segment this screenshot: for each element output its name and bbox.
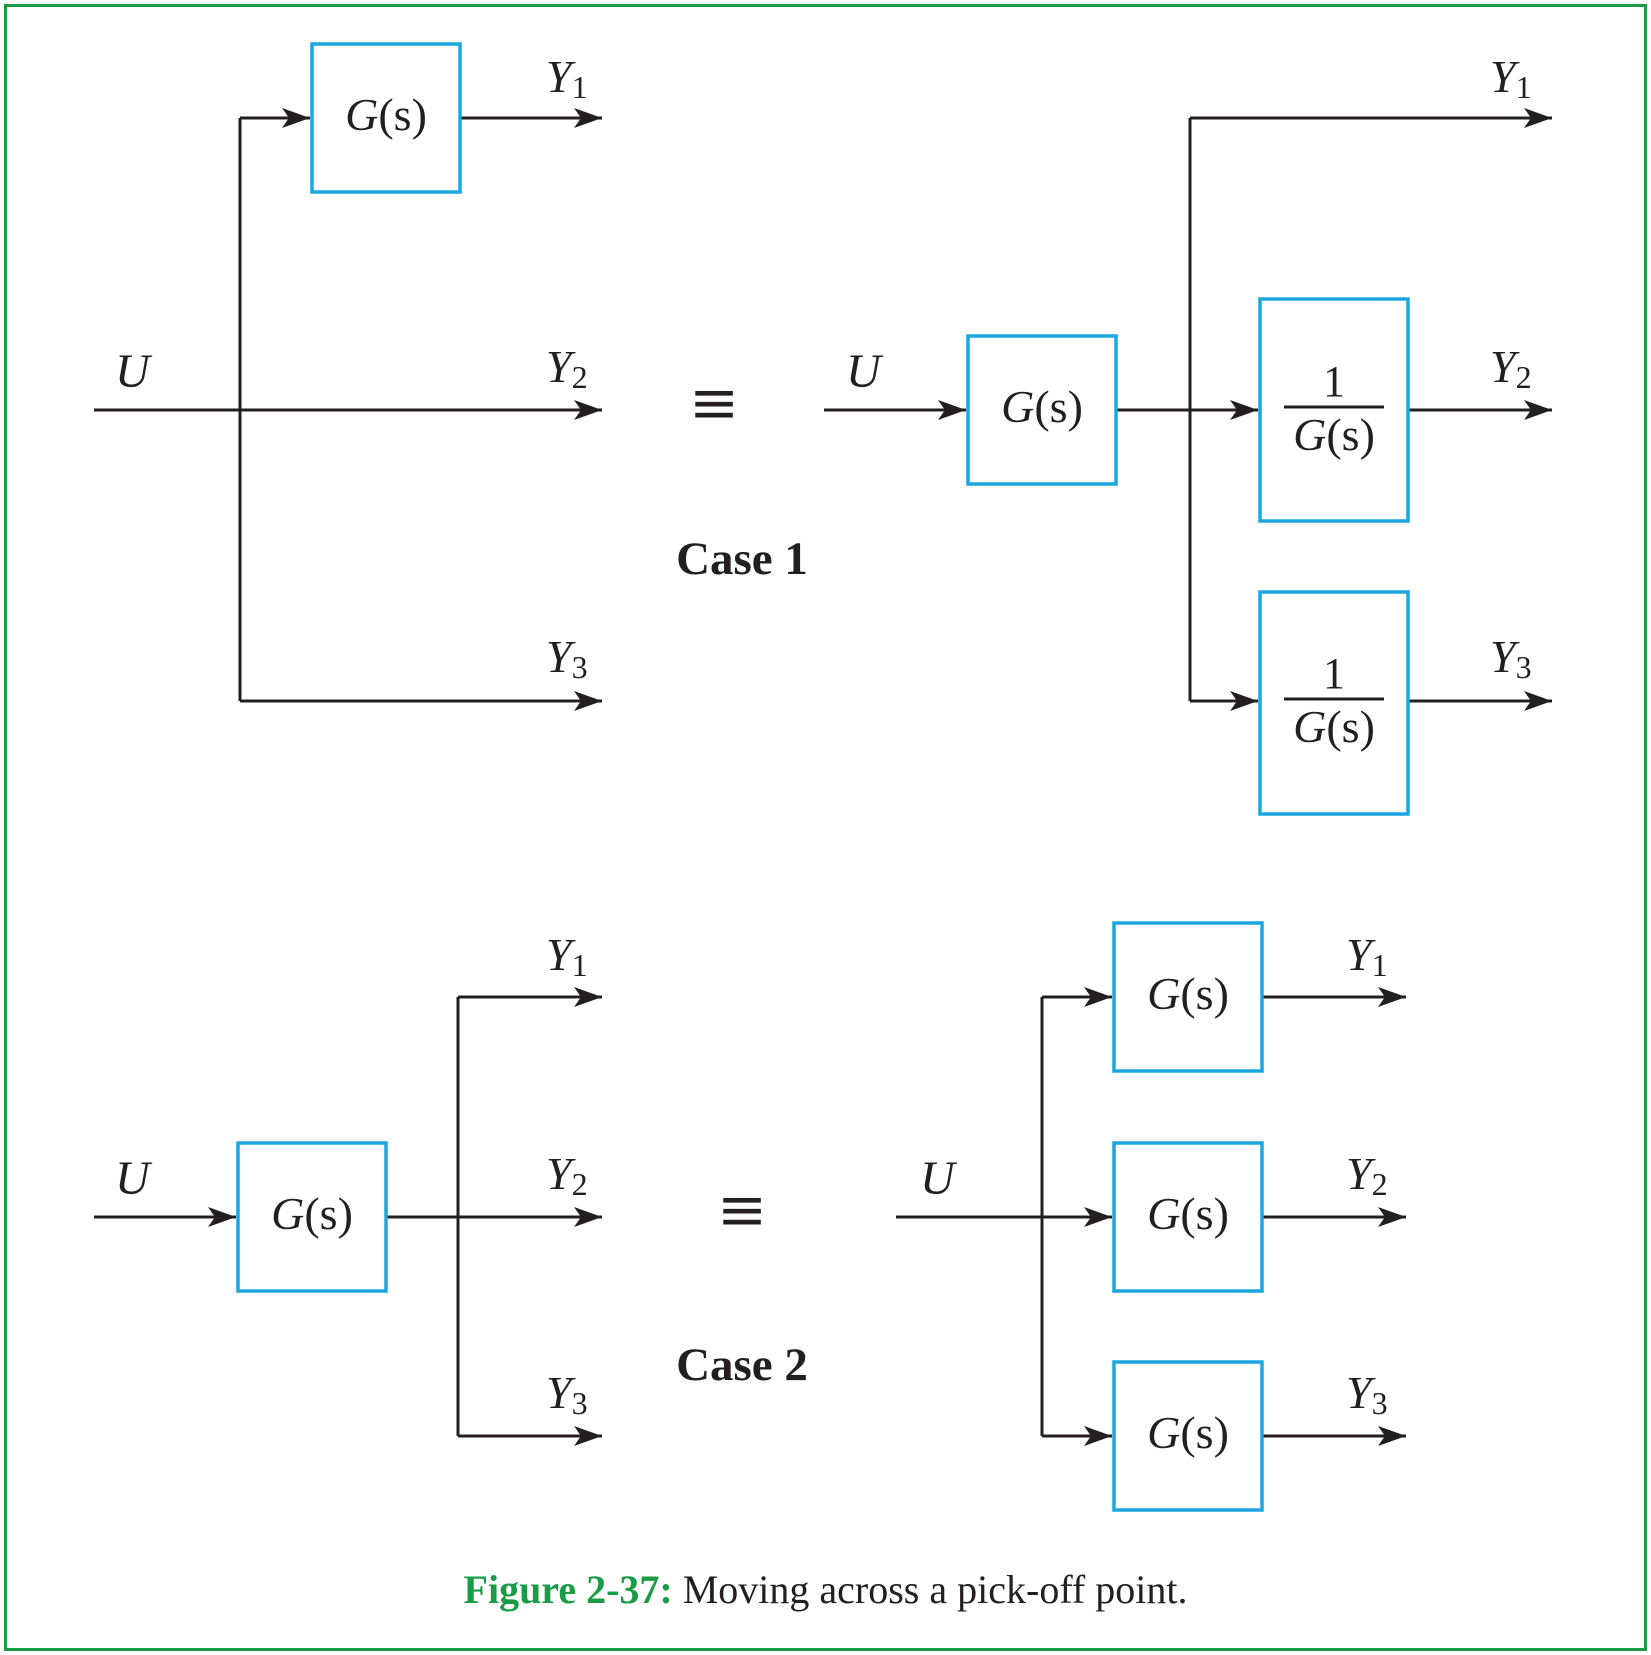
- caption-label: Figure 2-37:: [463, 1567, 673, 1612]
- output-label-y3: Y3: [1490, 631, 1532, 685]
- case1-original: G(s) U Y1 Y2 Y3: [94, 42, 602, 711]
- input-label-u: U: [115, 1152, 153, 1205]
- output-label-y1: Y1: [1490, 51, 1532, 105]
- case2-right-g-block-1: G(s): [1112, 921, 1264, 1073]
- input-label-u: U: [920, 1152, 958, 1205]
- case2-equivalent: G(s) G(s) G(s) U Y1 Y2 Y3: [896, 921, 1406, 1512]
- case2-title: Case 2: [676, 1339, 808, 1391]
- case1-equivalent: G(s) 1 G(s) 1 G(s) U Y1 Y2 Y3: [824, 51, 1552, 816]
- fraction-numerator: 1: [1323, 649, 1345, 698]
- fraction-numerator: 1: [1323, 357, 1345, 406]
- equivalence-symbol: ≡: [717, 1175, 767, 1245]
- block-label: G(s): [271, 1188, 353, 1239]
- case1-inverse-g-block-2: 1 G(s): [1258, 590, 1410, 816]
- case2-right-g-block-3: G(s): [1112, 1360, 1264, 1512]
- block-label: G(s): [1147, 1407, 1229, 1458]
- case2-right-g-block-2: G(s): [1112, 1141, 1264, 1293]
- block-label: G(s): [1147, 968, 1229, 1019]
- input-label-u: U: [846, 345, 884, 398]
- fraction-denominator: G(s): [1293, 701, 1375, 752]
- output-label-y3: Y3: [1346, 1367, 1388, 1421]
- caption-text: Moving across a pick-off point.: [672, 1567, 1188, 1612]
- output-label-y2: Y2: [1490, 341, 1532, 395]
- output-label-y1: Y1: [546, 929, 588, 983]
- output-label-y1: Y1: [546, 51, 588, 105]
- case1-right-g-block: G(s): [966, 334, 1118, 486]
- input-label-u: U: [115, 345, 153, 398]
- block-label: G(s): [345, 89, 427, 140]
- output-label-y2: Y2: [546, 341, 588, 395]
- figure-caption: Figure 2-37: Moving across a pick-off po…: [0, 1566, 1651, 1613]
- equivalence-symbol: ≡: [689, 368, 739, 438]
- block-label: G(s): [1001, 381, 1083, 432]
- output-label-y2: Y2: [1346, 1148, 1388, 1202]
- output-label-y3: Y3: [546, 1367, 588, 1421]
- block-label: G(s): [1147, 1188, 1229, 1239]
- case1-inverse-g-block-1: 1 G(s): [1258, 297, 1410, 523]
- case1-title: Case 1: [676, 533, 808, 585]
- case2-original: G(s) U Y1 Y2 Y3: [94, 929, 602, 1446]
- case2-left-g-block: G(s): [236, 1141, 388, 1293]
- output-label-y1: Y1: [1346, 929, 1388, 983]
- fraction-denominator: G(s): [1293, 409, 1375, 460]
- output-label-y3: Y3: [546, 631, 588, 685]
- case1-left-g-block: G(s): [310, 42, 462, 194]
- output-label-y2: Y2: [546, 1148, 588, 1202]
- figure-border: [4, 4, 1647, 1651]
